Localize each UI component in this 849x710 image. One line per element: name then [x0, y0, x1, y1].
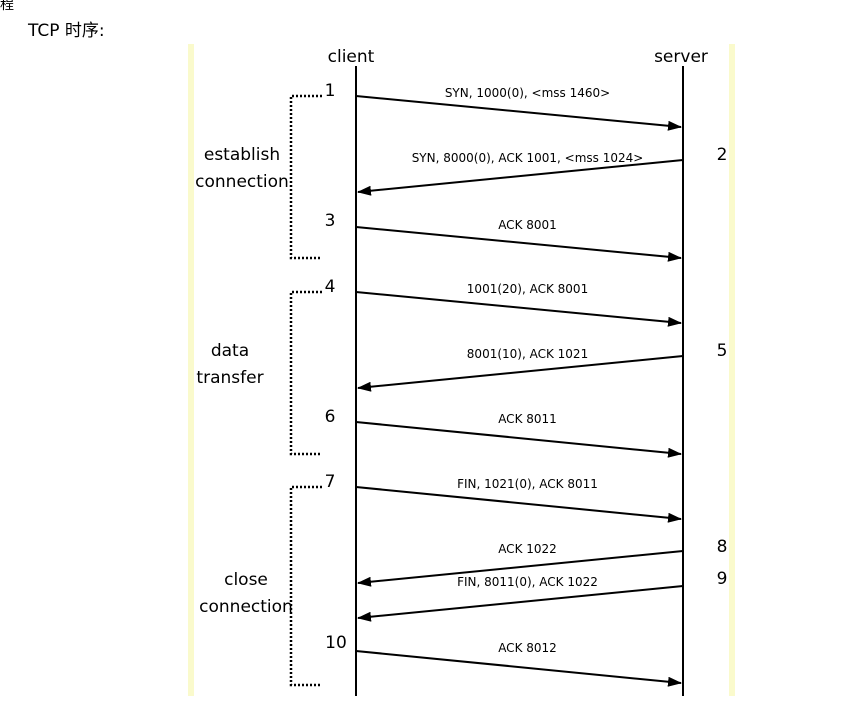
phase-bracket: [289, 485, 322, 687]
phase-label-line: close: [224, 570, 268, 590]
phase-brackets: [289, 94, 322, 687]
message-arrow: [355, 650, 682, 687]
step-number: 4: [325, 277, 336, 297]
client-label: client: [328, 47, 375, 67]
phase-label-line: connection: [195, 172, 289, 192]
message-label: 8001(10), ACK 1021: [467, 347, 588, 361]
phase-label-line: transfer: [196, 368, 263, 388]
message-label: ACK 8012: [498, 641, 557, 655]
message-label: 1001(20), ACK 8001: [467, 282, 588, 296]
message-label: FIN, 1021(0), ACK 8011: [457, 477, 598, 491]
message-label: ACK 1022: [498, 542, 557, 556]
message-arrow: [357, 550, 684, 587]
server-label: server: [654, 47, 708, 67]
message-label: ACK 8001: [498, 218, 557, 232]
step-number: 1: [325, 81, 336, 101]
phase-labels: establish connection data transfer close conn…: [195, 145, 293, 617]
message-arrow: [355, 486, 682, 523]
message-arrow: [355, 226, 682, 262]
message-label: ACK 8011: [498, 412, 557, 426]
message-arrow: [355, 291, 682, 327]
step-number: 6: [325, 407, 336, 427]
step-number: 10: [325, 633, 347, 653]
phase-label-line: establish: [204, 145, 280, 165]
message-label: SYN, 8000(0), ACK 1001, <mss 1024>: [412, 151, 644, 165]
right-rail: [729, 44, 735, 696]
phase-bracket: [289, 94, 322, 260]
message-arrow: [355, 421, 682, 458]
message-arrow: [357, 585, 684, 622]
page-heading: TCP 时序:: [28, 21, 105, 41]
phase-bracket: [289, 290, 322, 456]
message-label: SYN, 1000(0), <mss 1460>: [445, 86, 610, 100]
step-number: 3: [325, 211, 336, 231]
left-rail: [188, 44, 194, 696]
step-number: 5: [717, 341, 728, 361]
message-arrow: [357, 355, 684, 392]
message-label: FIN, 8011(0), ACK 1022: [457, 575, 598, 589]
message-arrow: [357, 159, 684, 196]
phase-label-line: data: [211, 341, 249, 361]
step-number: 9: [717, 569, 728, 589]
step-number: 2: [717, 145, 728, 165]
clipped-heading-glyph: 程: [0, 0, 14, 13]
message-arrow: [355, 95, 682, 131]
step-number: 7: [325, 472, 336, 492]
phase-label-line: connection: [199, 597, 293, 617]
step-number: 8: [717, 537, 728, 557]
